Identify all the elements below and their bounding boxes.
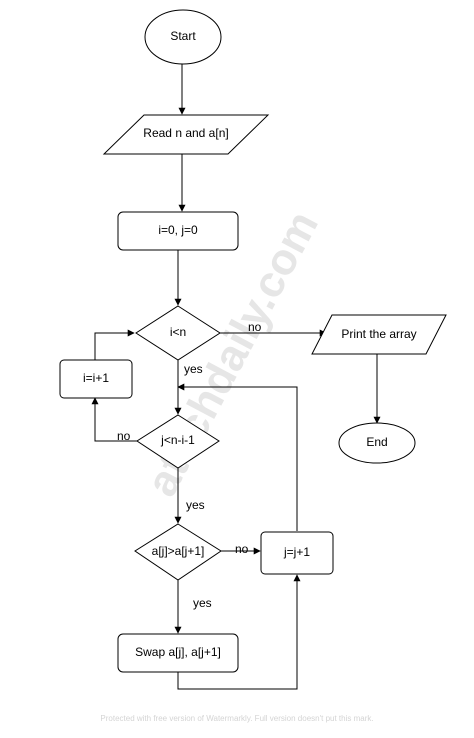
edge-inner-no — [91, 397, 137, 442]
node-init: i=0, j=0 — [117, 211, 239, 251]
edge-label-outer-yes: yes — [184, 362, 203, 376]
node-inc-j-label: j=j+1 — [283, 545, 310, 559]
node-end: End — [338, 422, 416, 464]
node-print: Print the array — [311, 314, 447, 355]
node-end-label: End — [366, 435, 387, 449]
node-inc-i: i=i+1 — [59, 359, 133, 399]
edge-label-compare-no: no — [235, 542, 249, 556]
node-cond-compare-label: a[j]>a[j+1] — [152, 544, 205, 558]
edge-inc-j-to-inner — [177, 383, 298, 531]
node-read: Read n and a[n] — [102, 114, 270, 155]
node-cond-outer-label: i<n — [170, 325, 186, 339]
edge-label-inner-no: no — [117, 429, 131, 443]
edge-label-compare-yes: yes — [193, 596, 212, 610]
node-cond-outer: i<n — [135, 305, 221, 361]
edge-inc-i-to-outer — [94, 329, 135, 360]
node-cond-inner-label: j<n-i-1 — [160, 433, 195, 447]
node-inc-i-label: i=i+1 — [83, 371, 109, 385]
node-start-label: Start — [170, 29, 196, 43]
watermark-footer: Protected with free version of Watermark… — [100, 714, 373, 723]
node-cond-inner: j<n-i-1 — [136, 414, 220, 469]
node-start: Start — [144, 9, 222, 65]
node-read-label: Read n and a[n] — [143, 126, 228, 140]
node-print-label: Print the array — [341, 327, 416, 341]
node-cond-compare: a[j]>a[j+1] — [134, 523, 222, 581]
node-swap-label: Swap a[j], a[j+1] — [135, 645, 221, 659]
edge-label-outer-no: no — [248, 320, 262, 334]
node-init-label: i=0, j=0 — [158, 223, 198, 237]
edge-swap-to-inc-j — [177, 574, 301, 690]
edge-label-inner-yes: yes — [186, 498, 205, 512]
node-swap: Swap a[j], a[j+1] — [117, 633, 239, 673]
node-inc-j: j=j+1 — [260, 531, 334, 575]
